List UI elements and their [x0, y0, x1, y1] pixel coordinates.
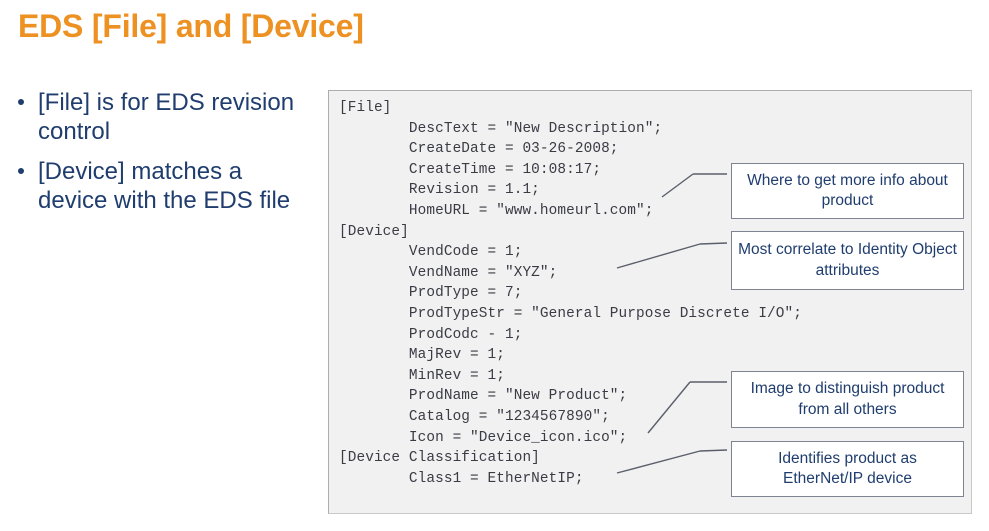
- callout-box-icon: Image to distinguish product from all ot…: [731, 371, 964, 428]
- bullet-dot-icon: [18, 167, 24, 174]
- bullet-dot-icon: [18, 99, 24, 105]
- eds-code-panel: [File] DescText = "New Description"; Cre…: [328, 90, 972, 514]
- callout-text: Where to get more info about product: [747, 171, 948, 209]
- bullet-text: [File] is for EDS revision control: [38, 89, 295, 146]
- bullet-list: [File] is for EDS revision control [Devi…: [12, 88, 312, 225]
- eds-code-text: [File] DescText = "New Description"; Cre…: [339, 100, 802, 487]
- list-item: [File] is for EDS revision control: [12, 88, 312, 147]
- callout-text: Image to distinguish product from all ot…: [750, 380, 945, 418]
- callout-text: Identifies product as EtherNet/IP device: [778, 449, 917, 487]
- callout-box-homeurl: Where to get more info about product: [731, 163, 964, 219]
- callout-text: Most correlate to Identity Object attrib…: [738, 241, 957, 279]
- bullet-text: [Device] matches a device with the EDS f…: [38, 157, 291, 214]
- callout-box-class: Identifies product as EtherNet/IP device: [731, 441, 964, 497]
- page-title: EDS [File] and [Device]: [18, 8, 364, 44]
- callout-box-identity: Most correlate to Identity Object attrib…: [731, 231, 964, 290]
- list-item: [Device] matches a device with the EDS f…: [12, 157, 312, 216]
